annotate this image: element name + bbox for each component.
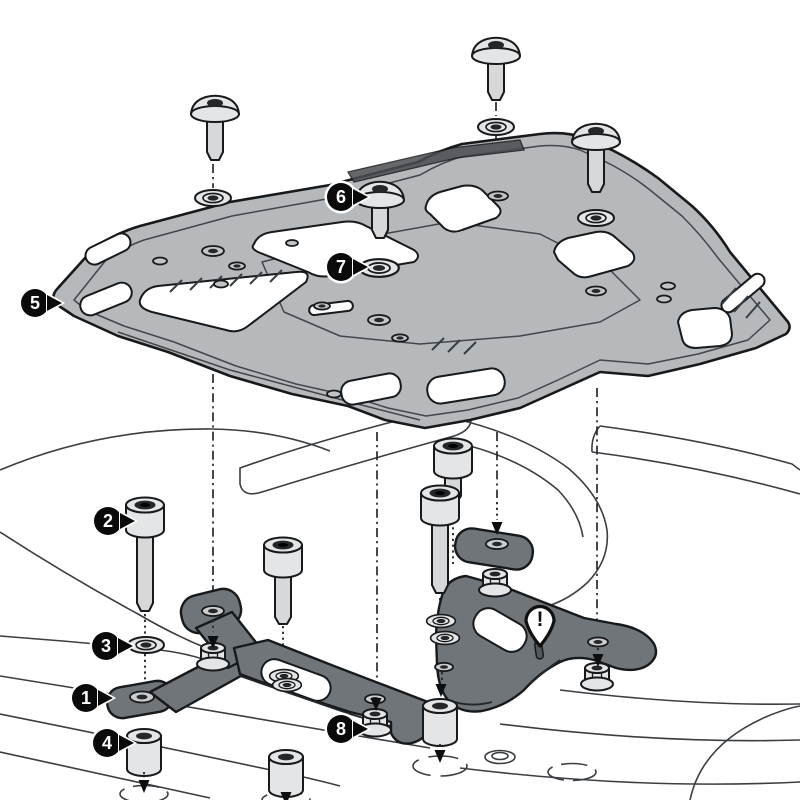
callout-6: 6 [327, 183, 371, 211]
callout-7: 7 [327, 253, 371, 281]
callout-number: 2 [102, 511, 113, 531]
callout-tail [353, 189, 368, 205]
button-screw-top-right [571, 122, 621, 193]
callout-1: 1 [72, 684, 116, 712]
button-screw-top-left [190, 94, 240, 161]
callout-tail [47, 295, 62, 311]
flange-nut-right-rear [580, 662, 614, 692]
callout-2: 2 [94, 507, 138, 535]
callout-number: 6 [335, 187, 346, 207]
callout-tail [118, 638, 133, 654]
callout-number: 3 [100, 636, 111, 656]
callout-tail [353, 259, 368, 275]
mount-hole-right [547, 762, 597, 782]
warning-exclamation: ! [537, 608, 544, 631]
plate-holes [152, 190, 676, 399]
washer-top-right [577, 209, 615, 227]
rack-plate [52, 131, 791, 430]
flange-nut-right-top [478, 568, 512, 598]
callout-number: 1 [80, 688, 91, 708]
callout-tail [120, 513, 135, 529]
warning-marker: ! [524, 604, 556, 648]
callout-tail [98, 690, 113, 706]
button-screw-callout6 [355, 180, 405, 239]
callout-number: 8 [335, 719, 346, 739]
seat-outline [451, 417, 609, 607]
cap-screw-left-center [263, 536, 303, 625]
button-screw-top-center [471, 36, 521, 101]
washer-right-b [429, 630, 461, 646]
washer-right-a [425, 613, 457, 629]
washer-stack-b [271, 677, 303, 693]
motorcycle-outline [0, 405, 800, 800]
cap-screw-right-front [420, 484, 460, 594]
cap-screw-callout2 [125, 496, 165, 612]
callout-number: 7 [335, 257, 346, 277]
callout-3: 3 [92, 632, 136, 660]
callout-8: 8 [327, 715, 371, 743]
grab-rail-left [239, 405, 472, 495]
callout-number: 5 [29, 293, 40, 313]
washer-top-center [477, 118, 515, 136]
callout-4: 4 [93, 729, 137, 757]
callout-5: 5 [21, 289, 65, 317]
hardware [125, 36, 621, 798]
spacer-right [422, 698, 458, 747]
callout-number: 4 [101, 733, 112, 753]
plate-slot [84, 232, 132, 266]
washer-top-left [194, 189, 232, 207]
spacer-center [268, 749, 304, 798]
grab-rail-right [599, 425, 800, 471]
callout-tail [119, 735, 134, 751]
callout-tail [353, 721, 368, 737]
assembly-arrows [138, 502, 604, 800]
